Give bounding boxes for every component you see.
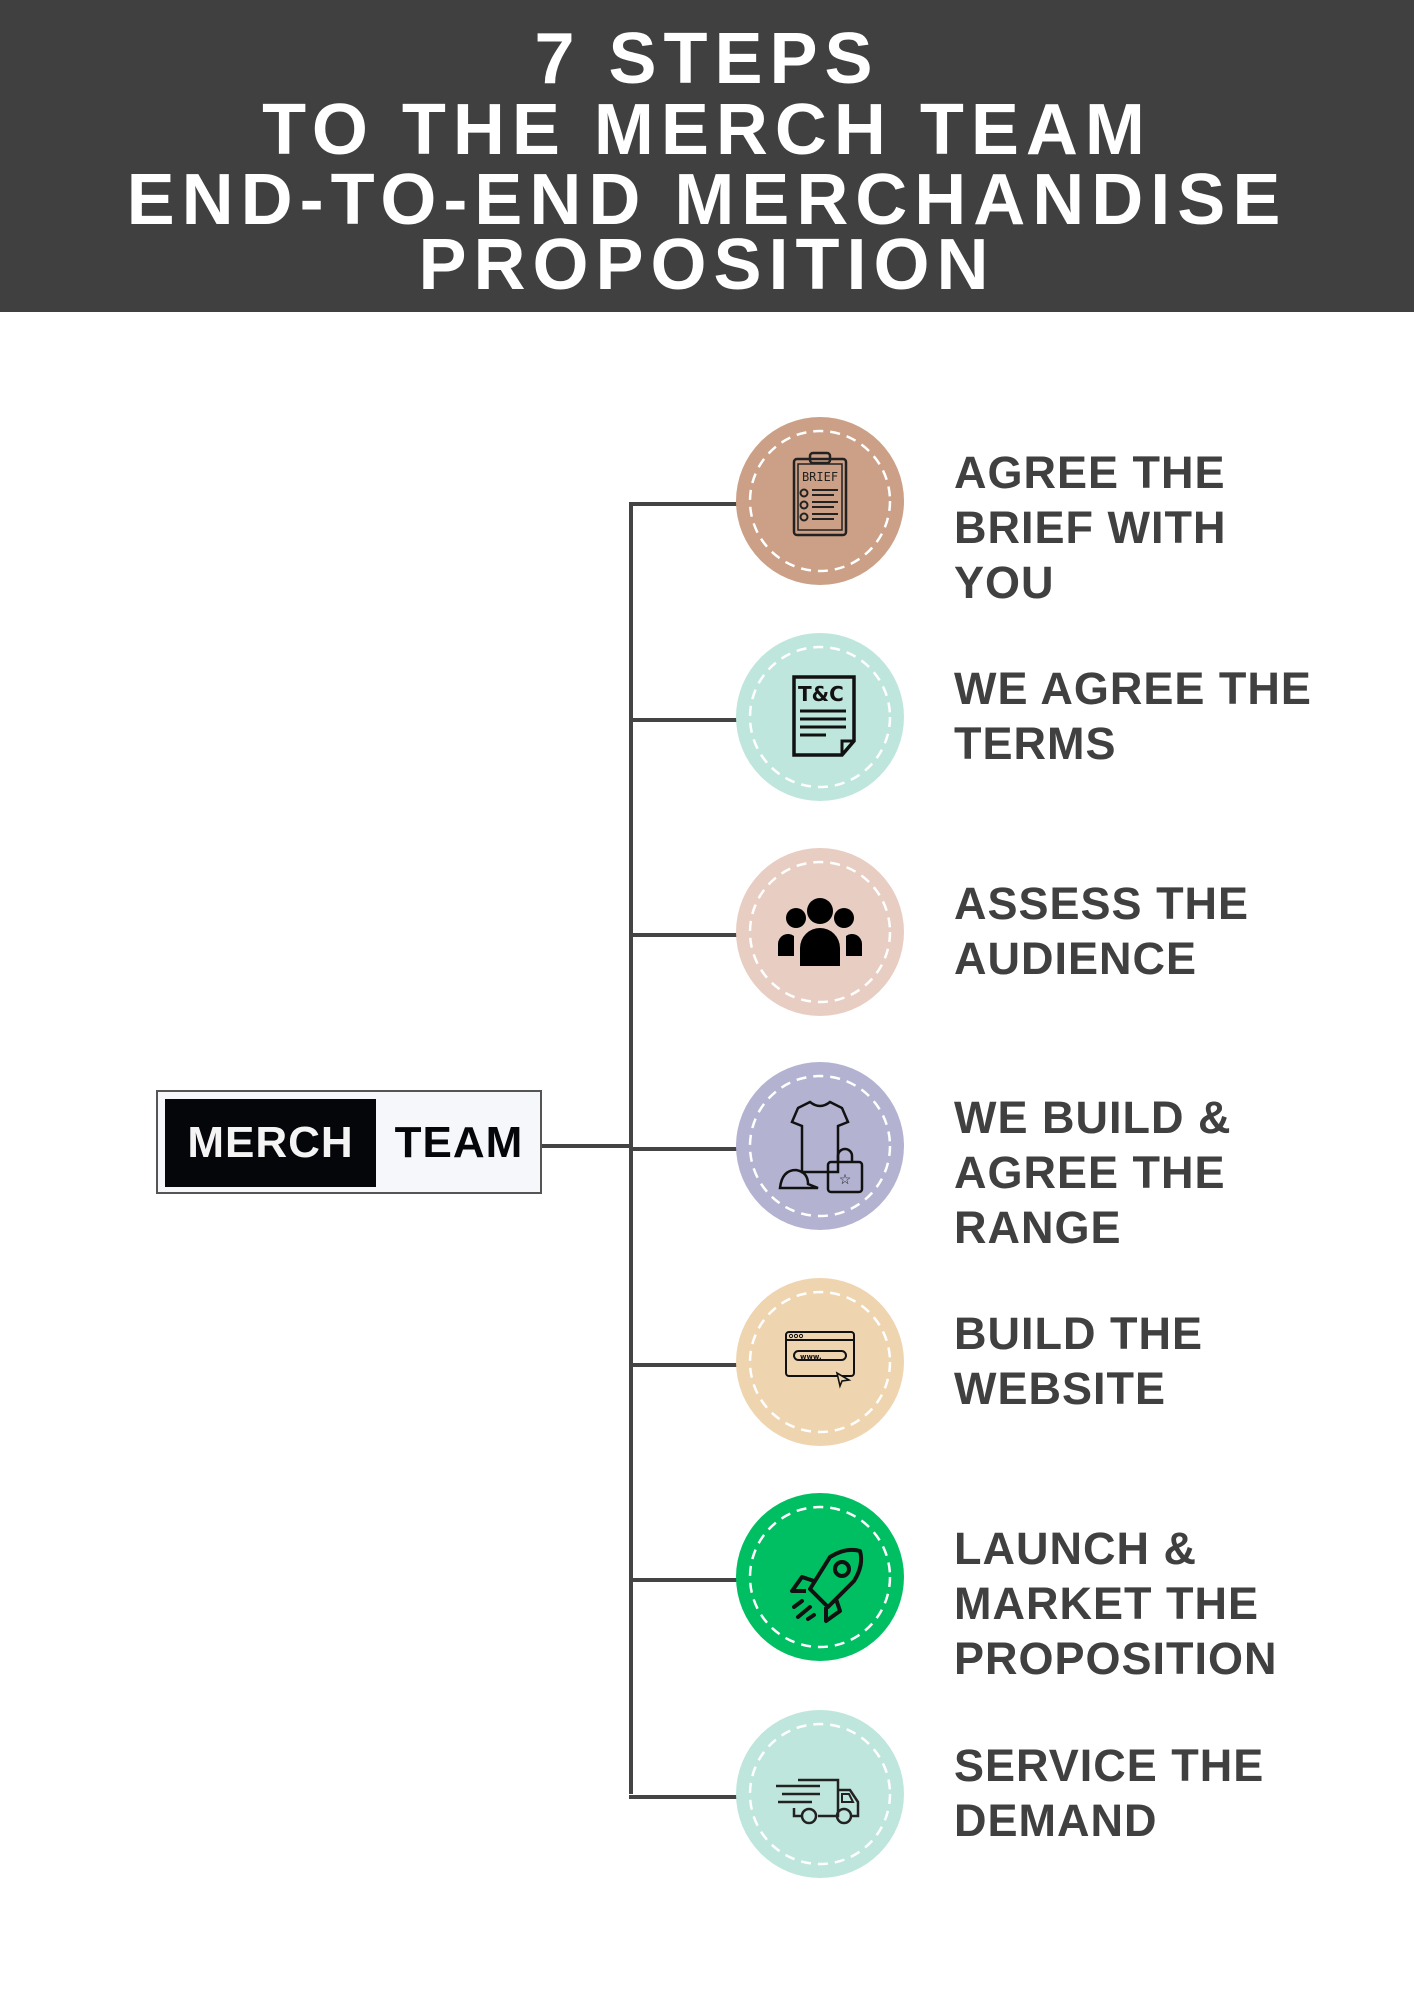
rocket-icon [748,1505,892,1649]
clipboard-brief-icon: BRIEF [748,429,892,573]
logo-team: TEAM [394,1118,524,1167]
svg-text:☆: ☆ [839,1171,852,1187]
step-label-line: MARKET THE [954,1578,1259,1629]
title-line-1: 7 STEPS [534,19,880,99]
step-connector [629,1147,737,1151]
merch-team-logo: MERCH TEAM [156,1090,542,1194]
audience-group-icon [748,860,892,1004]
step-label-line: YOU [954,557,1055,608]
logo-merch: MERCH [165,1099,376,1187]
step-label-line: ASSESS THE [954,878,1250,929]
step-connector [629,933,737,937]
step-label-line: SERVICE THE [954,1740,1265,1791]
merchandise-range-icon: ☆ [748,1074,892,1218]
title-line-3: END-TO-END MERCHANDISE [126,160,1288,240]
step-label-line: LAUNCH & [954,1523,1197,1574]
step-connector [629,502,737,506]
step-label-line: WE AGREE THE [954,663,1312,714]
step-label-line: BUILD THE [954,1308,1203,1359]
step-label-line: DEMAND [954,1795,1158,1846]
step-label-line: WE BUILD & [954,1092,1232,1143]
svg-text:BRIEF: BRIEF [802,470,838,484]
step-2-circle: T&C [736,633,904,801]
step-connector [629,1795,737,1799]
website-browser-icon: www. [748,1290,892,1434]
title-line-2: TO THE MERCH TEAM [262,90,1152,170]
svg-text:T&C: T&C [798,682,844,706]
step-3-circle [736,848,904,1016]
step-label-line: AGREE THE [954,1147,1226,1198]
title-banner: 7 STEPS TO THE MERCH TEAM END-TO-END MER… [0,0,1414,312]
step-6-circle [736,1493,904,1661]
step-label-line: RANGE [954,1202,1122,1253]
title-line-4: PROPOSITION [418,225,996,305]
step-label-line: AGREE THE [954,447,1226,498]
step-5-circle: www. [736,1278,904,1446]
terms-document-icon: T&C [748,645,892,789]
step-label-line: PROPOSITION [954,1633,1278,1684]
step-label-line: TERMS [954,718,1117,769]
step-7-circle [736,1710,904,1878]
step-1-circle: BRIEF [736,417,904,585]
step-4-circle: ☆ [736,1062,904,1230]
step-connector [629,718,737,722]
logo-connector [542,1144,632,1148]
svg-text:www.: www. [800,1353,822,1361]
step-connector [629,1578,737,1582]
step-connector [629,1363,737,1367]
delivery-truck-icon [748,1722,892,1866]
step-label-line: WEBSITE [954,1363,1167,1414]
step-label-line: AUDIENCE [954,933,1198,984]
step-label-line: BRIEF WITH [954,502,1227,553]
